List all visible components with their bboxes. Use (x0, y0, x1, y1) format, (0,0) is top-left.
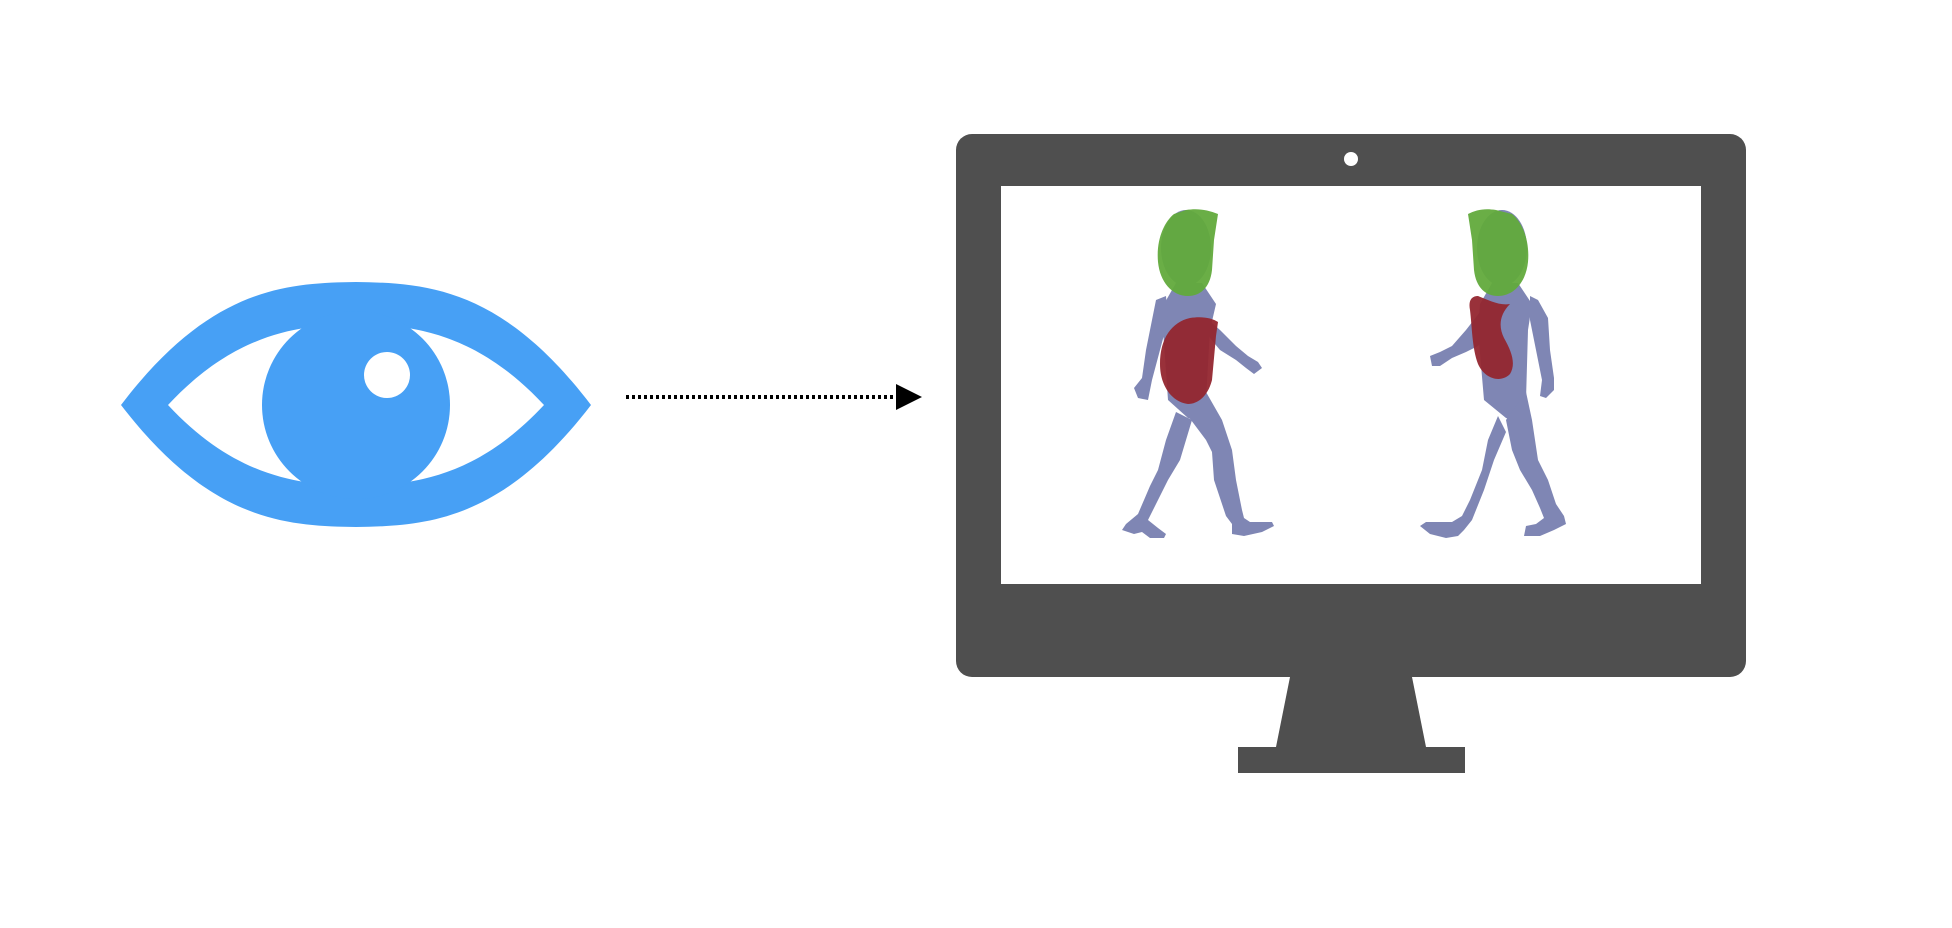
dotted-arrow-icon (626, 384, 922, 410)
monitor-screen (1001, 186, 1701, 584)
head-highlight (1468, 209, 1529, 296)
walking-person-left (1122, 209, 1274, 538)
arrow-head (896, 384, 922, 410)
monitor-camera (1344, 152, 1358, 166)
torso-highlight (1469, 296, 1513, 379)
monitor-icon (956, 134, 1746, 773)
torso-highlight (1160, 317, 1218, 404)
head-highlight (1157, 209, 1218, 296)
eye-icon (121, 282, 591, 527)
walking-person-right (1420, 209, 1566, 538)
eye-outline (121, 282, 591, 527)
eye-pupil-glint (364, 352, 410, 398)
monitor-stand-neck (1276, 677, 1426, 747)
eye-iris (262, 311, 450, 499)
monitor-stand-base (1238, 747, 1465, 773)
